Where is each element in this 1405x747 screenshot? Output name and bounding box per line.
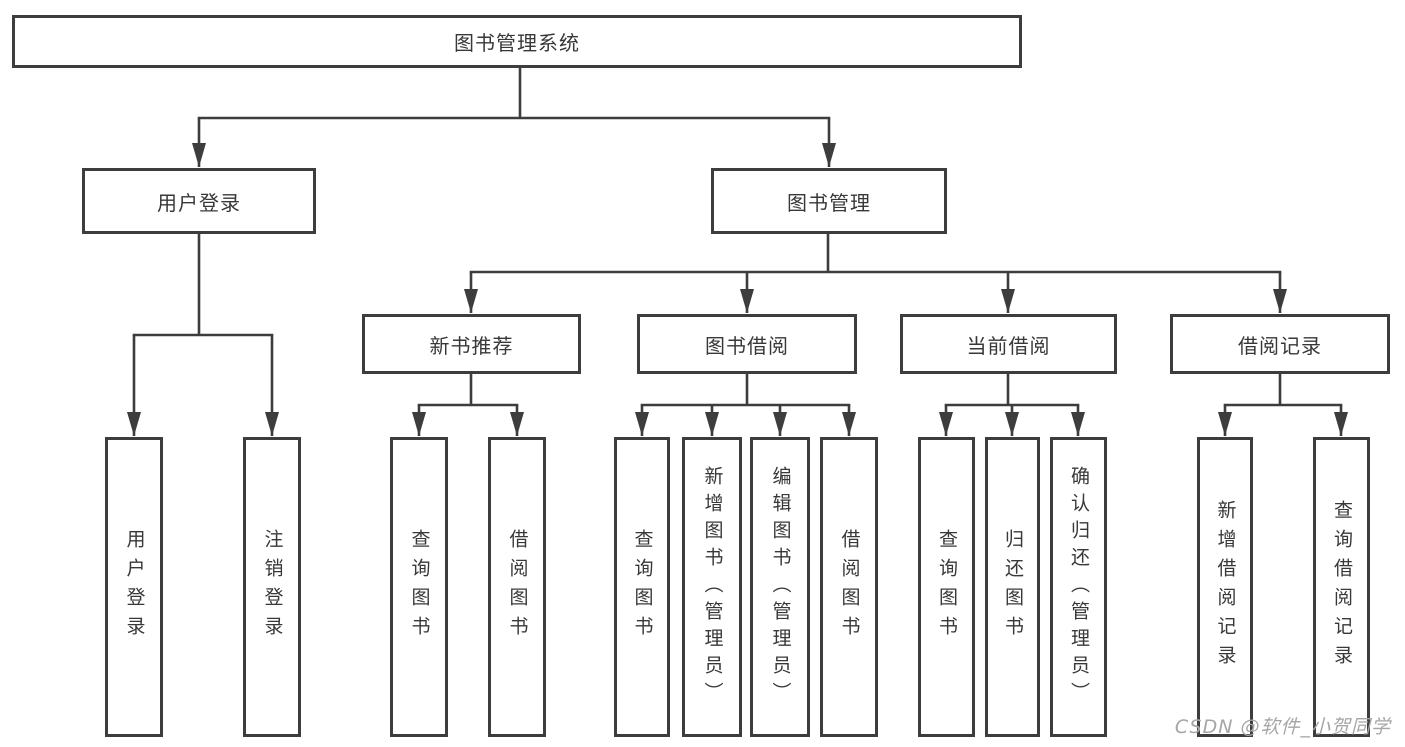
leaf-borrowing-borrow-books-label: 借阅图书	[838, 529, 861, 645]
node-library-system-label: 图书管理系统	[454, 31, 580, 55]
leaf-current-return-books-label: 归还图书	[1002, 529, 1024, 645]
leaf-borrowing-add-books-admin: 新增图书（管理员）	[682, 437, 742, 737]
leaf-borrowing-edit-books-admin: 编辑图书（管理员）	[750, 437, 810, 737]
node-book-management: 图书管理	[711, 168, 947, 234]
leaf-recommend-search-books-label: 查询图书	[408, 529, 431, 645]
leaf-user-login: 用户登录	[105, 437, 163, 737]
leaf-borrowing-borrow-books: 借阅图书	[820, 437, 878, 737]
leaf-current-search-books-label: 查询图书	[936, 529, 958, 645]
node-library-system: 图书管理系统	[12, 15, 1022, 68]
leaf-current-return-books: 归还图书	[985, 437, 1040, 737]
node-new-book-recommendation-label: 新书推荐	[429, 333, 514, 358]
node-current-borrowing-label: 当前借阅	[966, 333, 1051, 358]
leaf-records-add-record: 新增借阅记录	[1197, 437, 1253, 737]
node-book-borrowing-label: 图书借阅	[705, 333, 789, 358]
leaf-records-search-record-label: 查询借阅记录	[1331, 500, 1353, 674]
node-current-borrowing: 当前借阅	[900, 314, 1117, 374]
leaf-borrowing-edit-books-admin-label: 编辑图书（管理员）	[769, 465, 792, 709]
node-user-login-label: 用户登录	[157, 190, 241, 215]
leaf-records-search-record: 查询借阅记录	[1313, 437, 1370, 737]
csdn-watermark: CSDN @软件_小贺同学	[1174, 716, 1391, 738]
leaf-user-login-label: 用户登录	[123, 529, 146, 645]
leaf-current-confirm-return-admin-label: 确认归还（管理员）	[1068, 465, 1090, 709]
leaf-borrowing-search-books-label: 查询图书	[631, 529, 654, 645]
leaf-borrowing-search-books: 查询图书	[614, 437, 670, 737]
node-borrowing-records-label: 借阅记录	[1238, 333, 1322, 358]
leaf-logout: 注销登录	[243, 437, 301, 737]
leaf-records-add-record-label: 新增借阅记录	[1214, 500, 1237, 674]
leaf-recommend-borrow-books: 借阅图书	[488, 437, 546, 737]
leaf-current-search-books: 查询图书	[918, 437, 975, 737]
node-book-management-label: 图书管理	[787, 190, 871, 215]
node-borrowing-records: 借阅记录	[1170, 314, 1390, 374]
node-user-login: 用户登录	[82, 168, 316, 234]
leaf-current-confirm-return-admin: 确认归还（管理员）	[1050, 437, 1107, 737]
node-new-book-recommendation: 新书推荐	[362, 314, 581, 374]
leaf-recommend-search-books: 查询图书	[390, 437, 448, 737]
leaf-borrowing-add-books-admin-label: 新增图书（管理员）	[701, 465, 724, 709]
leaf-logout-label: 注销登录	[261, 529, 284, 645]
node-book-borrowing: 图书借阅	[637, 314, 857, 374]
leaf-recommend-borrow-books-label: 借阅图书	[506, 529, 529, 645]
